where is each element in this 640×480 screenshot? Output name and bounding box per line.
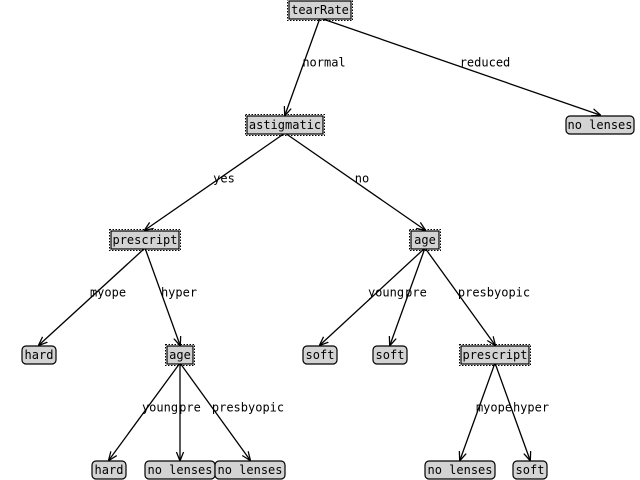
leaf-node-n9: soft [372, 345, 408, 365]
leaf-node-n3: no lenses [565, 115, 635, 135]
edge-n4-n7 [144, 247, 180, 345]
edge-n10-n15 [494, 362, 530, 460]
edge-label-young: young [142, 401, 178, 415]
node-label: no lenses [147, 463, 212, 477]
decision-node-box [288, 0, 352, 20]
node-label: no lenses [217, 463, 282, 477]
decision-node-box [110, 230, 180, 250]
edge-n5-n8 [320, 247, 426, 345]
leaf-node-box [91, 460, 127, 480]
edge-label-no: no [355, 172, 369, 186]
decision-node-n4: prescript [109, 229, 181, 251]
decision-node-border [409, 229, 441, 251]
leaf-node-n13: no lenses [214, 460, 286, 480]
node-label: age [169, 348, 191, 362]
leaf-node-box [21, 345, 57, 365]
edge-n2-n5 [284, 132, 425, 230]
edge-n10-n14 [460, 362, 496, 460]
edge-label-pre: pre [179, 401, 201, 415]
node-label: soft [516, 463, 545, 477]
edge-label-yes: yes [213, 172, 235, 186]
leaf-node-n11: hard [91, 460, 127, 480]
edge-label-myope: myope [90, 286, 126, 300]
node-label: prescript [112, 233, 177, 247]
nodes-layer: tearRate astigmatic no lenses prescript age h… [21, 0, 635, 480]
edge-label-hyper: hyper [161, 286, 197, 300]
node-label: prescript [462, 348, 527, 362]
node-label: astigmatic [249, 118, 321, 132]
edge-n1-n2 [285, 17, 321, 115]
node-label: no lenses [567, 118, 632, 132]
decision-node-border [287, 0, 353, 21]
edge-label-normal: normal [302, 56, 345, 70]
leaf-node-n15: soft [512, 460, 548, 480]
decision-node-border [109, 229, 181, 251]
decision-node-n7: age [165, 344, 195, 366]
edge-n7-n13 [179, 362, 250, 460]
node-label: tearRate [291, 3, 349, 17]
leaf-node-box [214, 460, 286, 480]
decision-node-box [166, 345, 194, 365]
decision-node-box [460, 345, 530, 365]
edges-layer [39, 17, 600, 460]
leaf-node-n14: no lenses [424, 460, 496, 480]
decision-node-n1: tearRate [287, 0, 353, 21]
edge-label-reduced: reduced [460, 56, 511, 70]
leaf-node-n6: hard [21, 345, 57, 365]
node-label: soft [376, 348, 405, 362]
decision-node-border [245, 114, 325, 136]
edge-n2-n4 [145, 132, 286, 230]
leaf-node-box [372, 345, 408, 365]
edge-n5-n10 [424, 247, 495, 345]
edge-label-young: young [368, 286, 404, 300]
edge-label-presbyopic: presbyopic [458, 286, 530, 300]
edge-label-presbyopic: presbyopic [212, 401, 284, 415]
edge-label-hyper: hyper [513, 401, 549, 415]
edge-label-myope: myope [476, 401, 512, 415]
decision-node-n5: age [409, 229, 441, 251]
edge-n4-n6 [39, 247, 146, 345]
leaf-node-box [565, 115, 635, 135]
decision-node-n2: astigmatic [245, 114, 325, 136]
decision-node-box [246, 115, 324, 135]
decision-node-n10: prescript [459, 344, 531, 366]
node-label: hard [95, 463, 124, 477]
decision-node-box [410, 230, 440, 250]
leaf-node-box [424, 460, 496, 480]
edge-n1-n3 [319, 17, 600, 115]
edge-n7-n11 [109, 362, 181, 460]
node-label: hard [25, 348, 54, 362]
edge-label-pre: pre [405, 286, 427, 300]
leaf-node-box [512, 460, 548, 480]
node-label: soft [306, 348, 335, 362]
decision-node-border [459, 344, 531, 366]
leaf-node-n8: soft [302, 345, 338, 365]
edge-n5-n9 [390, 247, 426, 345]
leaf-node-n12: no lenses [144, 460, 216, 480]
node-label: age [414, 233, 436, 247]
decision-node-border [165, 344, 195, 366]
leaf-node-box [302, 345, 338, 365]
node-label: no lenses [427, 463, 492, 477]
